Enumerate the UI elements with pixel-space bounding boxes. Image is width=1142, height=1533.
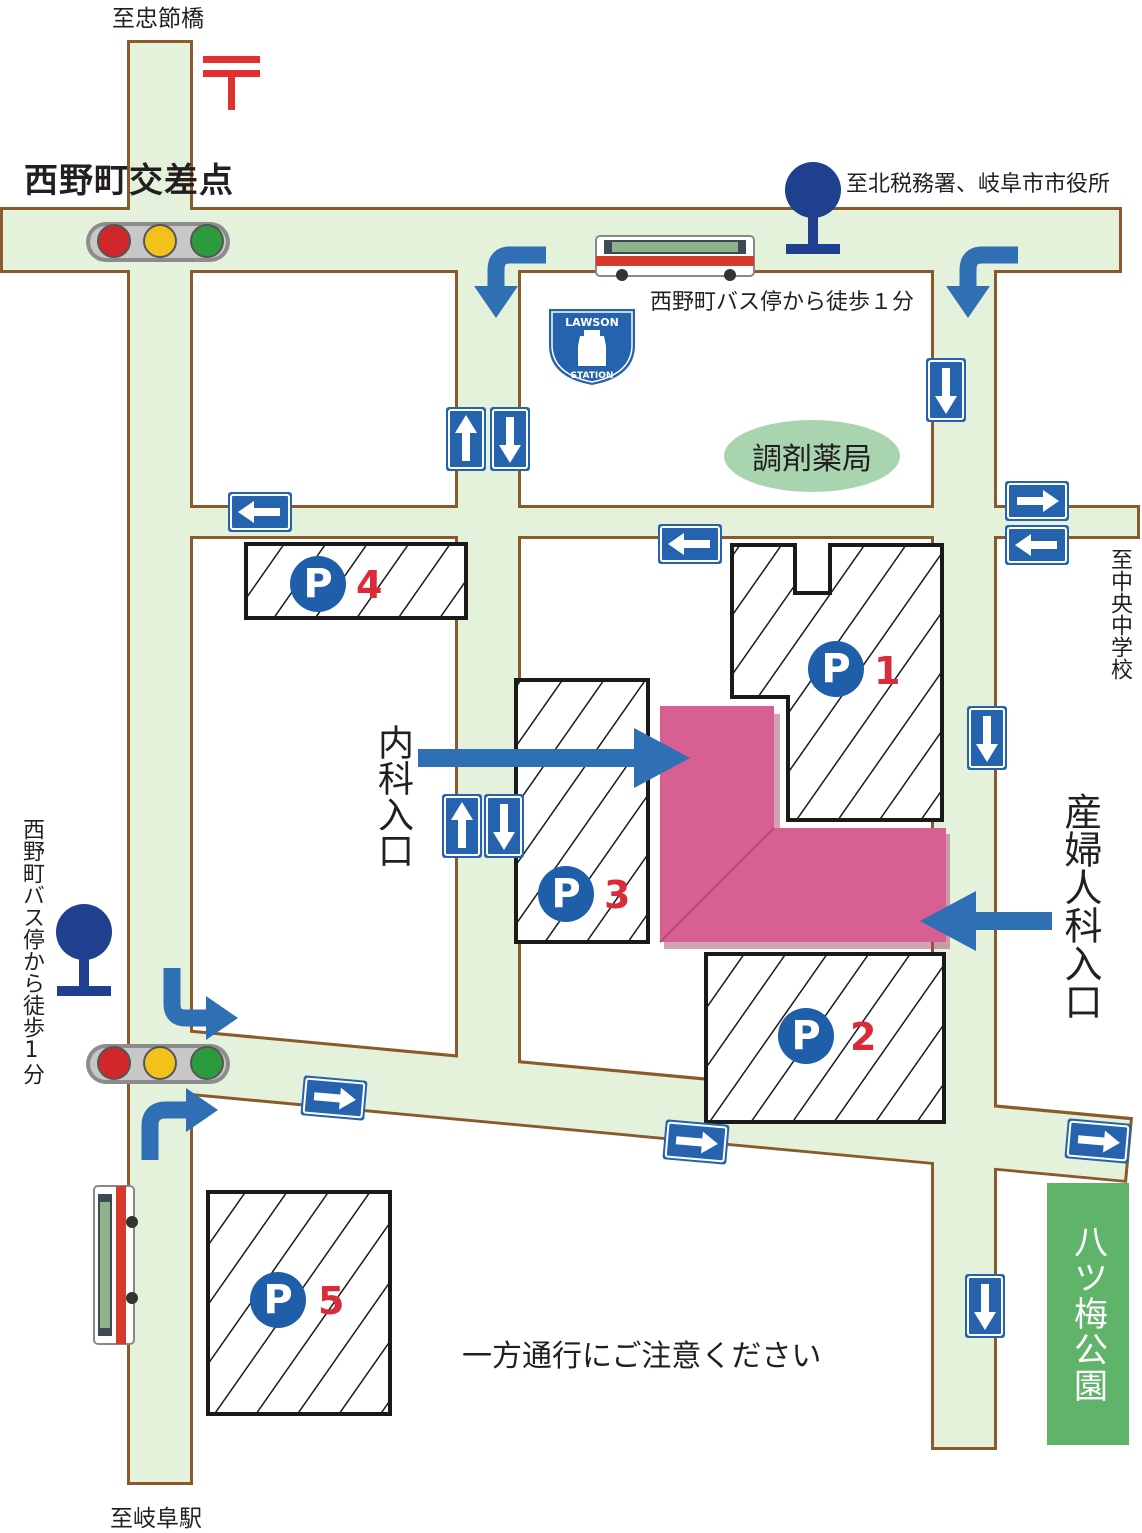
east-direction-label: 至中央中学校	[1107, 548, 1132, 680]
bus-stop-north-label: 西野町バス停から徒歩１分	[650, 290, 915, 315]
south-direction-label: 至岐阜駅	[110, 1506, 202, 1532]
entrance-arrow-icon	[418, 728, 690, 788]
lawson-text-top: LAWSON	[565, 316, 619, 329]
obstetrics-entrance-label: 産婦人科入口	[1058, 792, 1102, 1020]
parking-badge-3: P	[538, 866, 594, 922]
turn-arrow-icon	[206, 996, 238, 1040]
parking-badge-1: P	[808, 641, 864, 697]
one-way-sign-icon	[925, 357, 967, 423]
one-way-notice: 一方通行にご注意ください	[462, 1339, 822, 1374]
bus-icon	[595, 235, 755, 281]
pharmacy-label: 調剤薬局	[724, 420, 900, 492]
parking-lot-4	[244, 542, 468, 620]
lawson-text-bottom: STATION	[571, 371, 614, 381]
one-way-sign-icon	[657, 523, 723, 565]
traffic-light-icon	[86, 1044, 230, 1084]
pharmacy-text: 調剤薬局	[752, 442, 872, 477]
parking-badge-4: P	[290, 556, 346, 612]
one-way-sign-icon	[483, 793, 525, 859]
parking-number-5: 5	[318, 1279, 345, 1323]
turn-arrow-icon	[474, 286, 518, 318]
bus-stop-icon	[56, 904, 112, 996]
traffic-light-icon	[86, 222, 230, 262]
one-way-sign-icon	[489, 406, 531, 472]
turn-arrow-icon	[141, 1101, 188, 1160]
northeast-direction-label: 至北税務署、岐阜市市役所	[846, 172, 1111, 197]
parking-badge-2: P	[778, 1008, 834, 1064]
lawson-station-icon: LAWSON STATION	[547, 307, 637, 388]
one-way-sign-icon	[441, 793, 483, 859]
bus-icon	[93, 1185, 138, 1345]
parking-letter: P	[303, 561, 333, 607]
one-way-sign-icon	[1063, 1117, 1133, 1165]
one-way-sign-icon	[445, 406, 487, 472]
north-direction-label: 至忠節橋	[112, 6, 204, 32]
parking-badge-5: P	[250, 1272, 306, 1328]
bus-stop-icon	[785, 162, 841, 254]
parking-letter: P	[263, 1277, 293, 1323]
turn-arrow-icon	[487, 246, 546, 288]
parking-number-1: 1	[874, 649, 901, 693]
entrance-arrow-icon	[920, 891, 1052, 951]
post-office-mark-icon	[203, 56, 260, 110]
parking-letter: P	[791, 1013, 821, 1059]
turn-arrow-icon	[959, 246, 1018, 288]
turn-arrow-icon	[163, 968, 208, 1027]
one-way-sign-icon	[661, 1118, 731, 1166]
one-way-sign-icon	[1004, 524, 1070, 566]
parking-number-4: 4	[356, 563, 383, 607]
park-label: 八ツ梅公園	[1047, 1183, 1129, 1445]
one-way-sign-icon	[299, 1074, 369, 1122]
turn-arrow-icon	[186, 1088, 218, 1132]
hospital-building	[659, 706, 950, 949]
park-text: 八ツ梅公園	[1067, 1224, 1108, 1404]
parking-letter: P	[821, 646, 851, 692]
turn-arrow-icon	[946, 286, 990, 318]
bus-stop-west-label: 西野町バス停から徒歩1分	[19, 818, 44, 1085]
one-way-sign-icon	[966, 705, 1008, 771]
parking-number-3: 3	[604, 873, 631, 917]
internal-medicine-entrance-label: 内科入口	[372, 724, 413, 868]
intersection-label: 西野町交差点	[24, 161, 234, 201]
one-way-sign-icon	[964, 1273, 1006, 1339]
one-way-sign-icon	[1004, 480, 1070, 522]
parking-number-2: 2	[850, 1015, 877, 1059]
one-way-sign-icon	[227, 491, 293, 533]
parking-letter: P	[551, 871, 581, 917]
